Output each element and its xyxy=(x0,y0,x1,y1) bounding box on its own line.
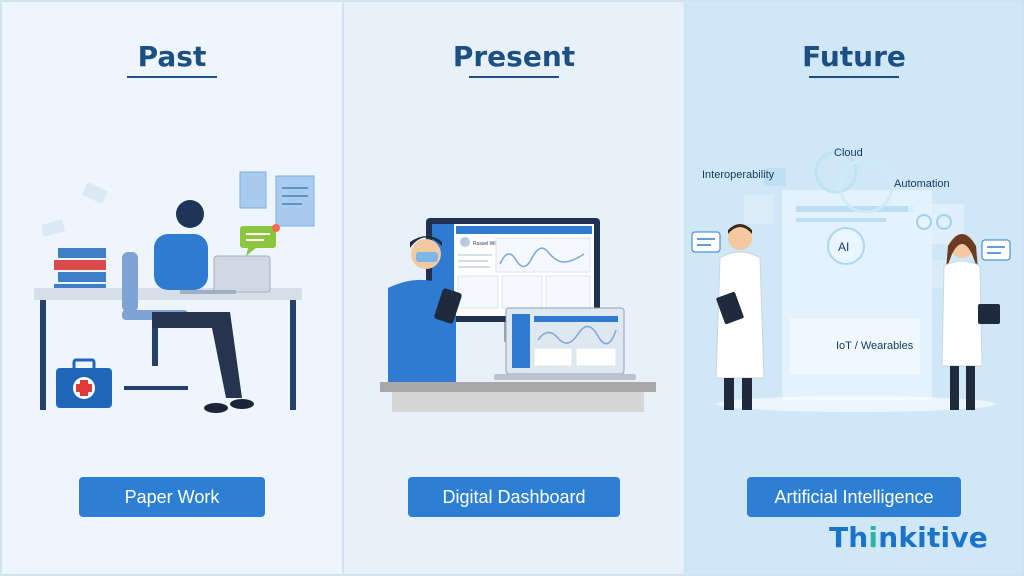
laptop xyxy=(213,255,271,293)
tablet-device xyxy=(434,288,462,324)
ai-illustration xyxy=(691,150,1011,412)
file-binder xyxy=(54,260,106,270)
thinkitive-logo: Thinkitive xyxy=(828,521,988,554)
dashboard-illustration: Russel Wilder xyxy=(380,218,656,412)
doctor-coat xyxy=(941,260,983,367)
iot-card xyxy=(790,318,920,374)
flying-paper xyxy=(40,219,66,237)
wall-note xyxy=(275,175,315,227)
tablet-device xyxy=(978,304,1000,324)
tablet-device xyxy=(716,291,744,325)
speech-bubble-icon xyxy=(981,239,1011,261)
cloud-label: Cloud xyxy=(834,147,863,159)
person-legs xyxy=(152,312,242,398)
person-head xyxy=(176,200,204,228)
desk xyxy=(380,382,656,392)
face-mask xyxy=(416,252,438,262)
flying-paper xyxy=(82,182,108,204)
chat-bubble-icon xyxy=(240,226,276,248)
future-heading: Future xyxy=(802,40,906,73)
person-torso xyxy=(154,234,208,290)
cloud-gear-icon xyxy=(814,150,858,194)
ai-label: AI xyxy=(838,240,850,254)
chart-card xyxy=(495,237,591,273)
file-binder xyxy=(58,248,106,258)
interoperability-label: Interoperability xyxy=(702,169,775,181)
future-panel: Future xyxy=(684,2,1022,574)
patient-name: Russel Wilder xyxy=(473,241,504,247)
present-panel: Present Russel Wilder xyxy=(342,2,684,574)
file-binder xyxy=(58,272,106,282)
paper-work-button[interactable]: Paper Work xyxy=(79,477,265,517)
artificial-intelligence-button[interactable]: Artificial Intelligence xyxy=(747,477,961,517)
speech-bubble-icon xyxy=(691,231,721,253)
present-heading-underline xyxy=(469,76,559,78)
future-heading-underline xyxy=(809,76,899,78)
present-heading: Present xyxy=(452,40,576,73)
digital-dashboard-button[interactable]: Digital Dashboard xyxy=(408,477,620,517)
past-heading-underline xyxy=(127,76,217,78)
platform xyxy=(716,396,996,412)
past-heading: Past xyxy=(137,40,207,73)
past-panel: Past xyxy=(2,2,342,574)
chair xyxy=(122,252,138,312)
avatar xyxy=(460,237,470,247)
automation-label: Automation xyxy=(894,178,950,190)
paperwork-illustration xyxy=(34,171,315,413)
wall-note xyxy=(239,171,267,209)
iot-wearables-label: IoT / Wearables xyxy=(836,340,914,352)
ai-badge xyxy=(827,227,865,265)
doctor-head xyxy=(728,226,752,250)
